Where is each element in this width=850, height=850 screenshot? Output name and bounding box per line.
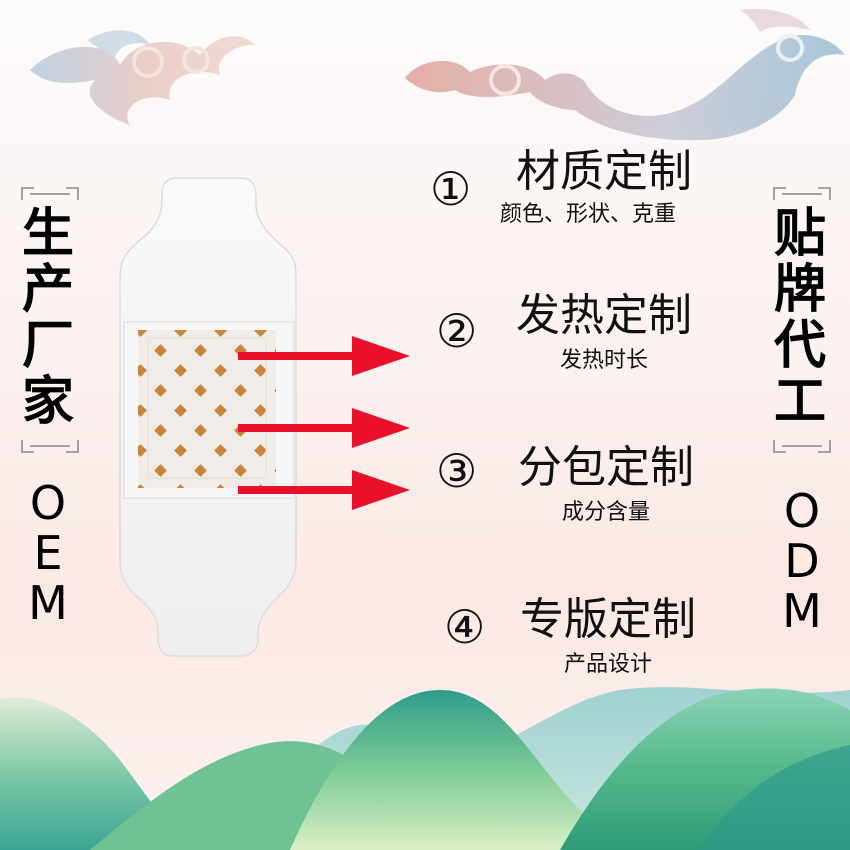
item-number: ③	[436, 444, 478, 498]
left-frame	[21, 187, 79, 453]
left-title-char: 生	[21, 204, 74, 264]
arrow-1	[238, 336, 410, 376]
arrow-3	[238, 470, 410, 510]
arrows	[238, 336, 410, 510]
item-number: ④	[444, 600, 486, 654]
right-title-char: 贴	[773, 204, 826, 264]
item-title: 发热定制	[516, 290, 692, 341]
left-letters: O E M	[18, 478, 78, 628]
right-letter: D	[784, 534, 820, 588]
right-frame	[773, 187, 831, 453]
item-subtitle: 成分含量	[562, 500, 651, 525]
left-letter: M	[28, 576, 68, 630]
left-title-char: 厂	[21, 316, 74, 376]
item-title: 专版定制	[520, 594, 696, 645]
right-letter: M	[782, 584, 822, 638]
item-number: ①	[430, 162, 472, 216]
left-title: 生 产 厂 家	[18, 206, 78, 430]
heat-patch-image	[119, 177, 297, 657]
item-subtitle: 发热时长	[560, 348, 649, 373]
item-title: 材质定制	[516, 146, 692, 197]
item-number: ②	[436, 304, 478, 358]
item-subtitle: 颜色、形状、克重	[500, 202, 677, 227]
left-title-char: 产	[21, 260, 74, 320]
right-letters: O D M	[772, 486, 832, 636]
item-subtitle: 产品设计	[564, 652, 653, 677]
item-title: 分包定制	[518, 442, 694, 493]
right-letter: O	[783, 484, 821, 538]
right-title-char: 牌	[773, 260, 826, 320]
cloud-left	[30, 30, 255, 125]
right-title: 贴 牌 代 工	[770, 206, 830, 430]
right-title-char: 工	[773, 372, 826, 432]
right-title-char: 代	[773, 316, 826, 376]
cloud-right	[405, 8, 845, 141]
arrow-2	[238, 408, 410, 448]
left-letter: O	[29, 476, 67, 530]
left-title-char: 家	[21, 372, 74, 432]
mountains	[0, 687, 850, 850]
left-letter: E	[33, 526, 63, 580]
